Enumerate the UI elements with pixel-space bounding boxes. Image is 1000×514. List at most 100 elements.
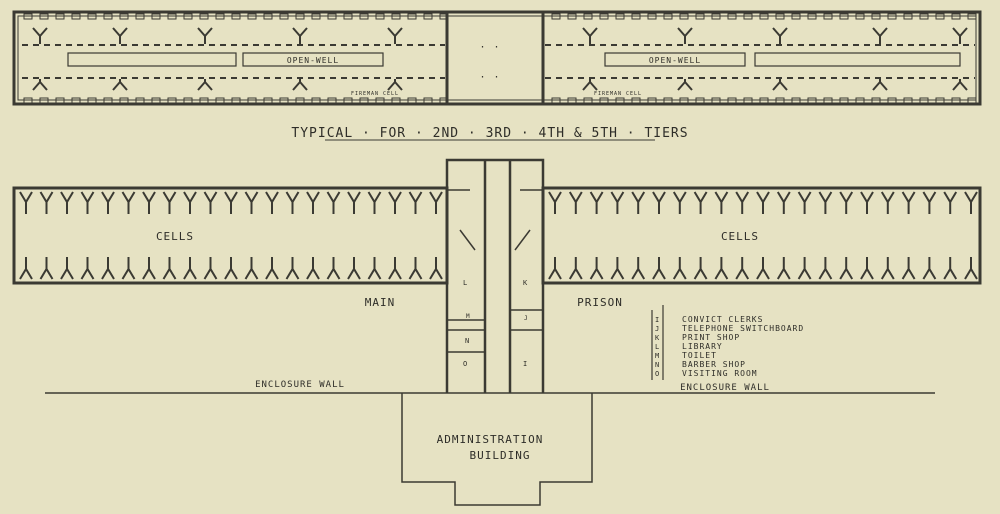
legend-letter: O (655, 370, 660, 378)
window-bay (711, 13, 721, 20)
cell-partition (39, 191, 54, 214)
cell-partition (429, 257, 443, 280)
window-bay (647, 13, 657, 20)
cell-partition (631, 191, 646, 214)
cell-partition (142, 257, 156, 280)
window-bay (55, 97, 65, 104)
window-bay (791, 13, 801, 20)
cell-partition (408, 257, 423, 280)
room-letter-n: N (465, 337, 470, 345)
window-bay (791, 97, 801, 104)
cell-partition (880, 257, 895, 280)
cell-partition (756, 257, 770, 280)
window-bay (343, 97, 353, 104)
window-bay (967, 13, 977, 20)
window-bay (599, 13, 609, 20)
cell-partition (901, 191, 916, 214)
window-bay (263, 13, 273, 20)
enclosure-wall-label: ENCLOSURE WALL (255, 380, 345, 390)
open-well-label: OPEN-WELL (649, 56, 701, 65)
admin-label: BUILDING (470, 449, 531, 462)
window-bay (55, 13, 65, 20)
stair-symbol (292, 27, 308, 44)
cell-partition (60, 257, 74, 280)
cell-partition (285, 257, 300, 280)
cell-partition (388, 257, 402, 280)
window-bay (615, 13, 625, 20)
window-bay (631, 97, 641, 104)
window-bay (359, 13, 369, 20)
window-bay (439, 97, 449, 104)
cell-partition (388, 191, 402, 214)
window-bay (871, 13, 881, 20)
window-bay (103, 97, 113, 104)
stair-symbol (872, 27, 888, 44)
stair-symbol (32, 27, 48, 44)
open-well (67, 52, 237, 67)
cell-partition (265, 257, 279, 280)
cell-partition (326, 191, 341, 214)
cell-partition (183, 257, 197, 280)
window-bay (87, 13, 97, 20)
cells-label: CELLS (156, 230, 194, 243)
window-bay (679, 97, 689, 104)
window-bay (919, 13, 929, 20)
legend-label: TELEPHONE SWITCHBOARD (682, 324, 804, 333)
window-bay (967, 97, 977, 104)
center-corridor (445, 158, 545, 393)
cell-partition (652, 191, 666, 214)
window-bay (439, 13, 449, 20)
open-well (604, 52, 746, 67)
window-bay (135, 13, 145, 20)
window-bay (711, 97, 721, 104)
window-bay (343, 13, 353, 20)
cell-partition (610, 257, 625, 280)
cell-partition (693, 257, 708, 280)
window-bay (103, 13, 113, 20)
cell-partition (19, 257, 33, 280)
window-bay (839, 97, 849, 104)
cell-partition (367, 257, 382, 280)
window-bay (759, 97, 769, 104)
window-bay (919, 97, 929, 104)
window-bay (935, 13, 945, 20)
room-letter-m: M (466, 313, 471, 320)
window-bay (23, 97, 33, 104)
window-bay (359, 97, 369, 104)
room-letter-k: K (523, 279, 528, 287)
cell-partition (943, 191, 958, 214)
legend-label: VISITING ROOM (682, 369, 758, 378)
cell-partition (19, 191, 33, 214)
stair-symbol (772, 27, 788, 44)
cell-partition (244, 191, 259, 214)
stair-symbol (582, 27, 598, 44)
room-partitions (447, 189, 543, 353)
cell-partition (121, 257, 136, 280)
open-well-label: OPEN-WELL (287, 56, 339, 65)
cell-partition (652, 257, 666, 280)
window-bay (631, 13, 641, 20)
legend-letter: M (655, 352, 660, 360)
window-bay (39, 13, 49, 20)
window-bay (87, 97, 97, 104)
window-bay (839, 13, 849, 20)
stair-symbol (387, 79, 403, 91)
window-bay (167, 97, 177, 104)
window-bay (903, 97, 913, 104)
cell-partition (548, 191, 562, 214)
window-bay (247, 97, 257, 104)
window-bay (583, 13, 593, 20)
cell-partition (568, 257, 583, 280)
window-bay (951, 13, 961, 20)
window-bay (231, 13, 241, 20)
stair-symbol (112, 79, 128, 91)
cell-partition (797, 257, 812, 280)
cell-partition (818, 191, 833, 214)
window-bay (247, 13, 257, 20)
cell-partition (901, 257, 916, 280)
window-bay (135, 97, 145, 104)
window-bay (807, 13, 817, 20)
window-bay (663, 97, 673, 104)
window-bay (119, 13, 129, 20)
